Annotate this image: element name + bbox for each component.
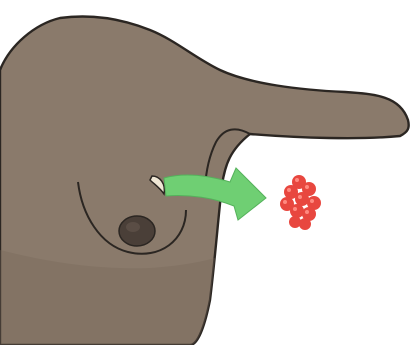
lymph-node-cluster-icon (280, 175, 321, 230)
nipple (119, 216, 155, 246)
